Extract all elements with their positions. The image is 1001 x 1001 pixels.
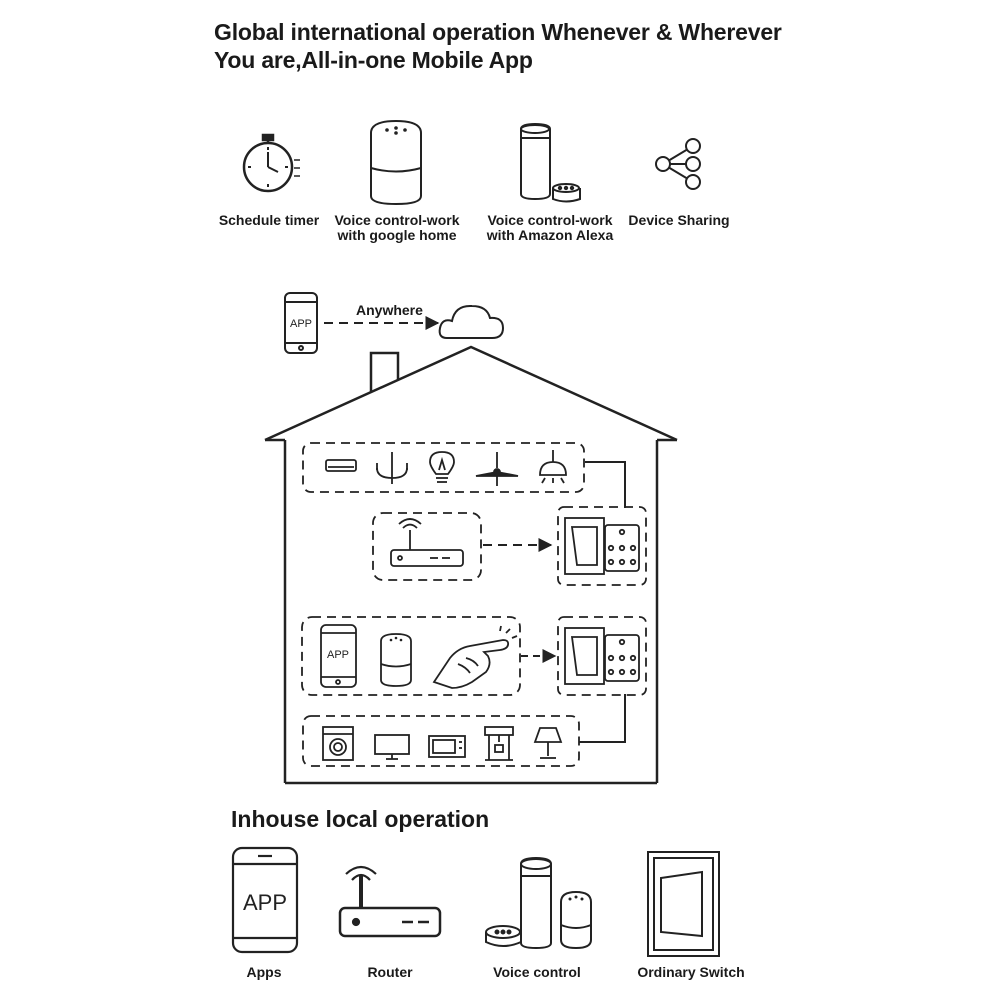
house-outline xyxy=(264,345,678,785)
smart-switch-group-1 xyxy=(557,506,647,586)
cloud-phone-label: APP xyxy=(290,318,312,330)
light-bulb-icon xyxy=(429,451,455,483)
house-phone-label: APP xyxy=(327,649,349,661)
coffee-machine-icon xyxy=(484,726,514,761)
amazon-alexa-icon xyxy=(520,122,581,203)
chandelier-icon xyxy=(376,452,408,484)
smart-switch-icon-1 xyxy=(564,517,640,575)
share-icon xyxy=(655,138,701,190)
label-ordinary-switch: Ordinary Switch xyxy=(637,964,745,980)
phone-app-icon xyxy=(231,846,299,954)
anywhere-label: Anywhere xyxy=(356,302,423,318)
label-router: Router xyxy=(367,964,413,980)
feature-label-schedule-timer: Schedule timer xyxy=(218,212,320,228)
voice-speakers-icon xyxy=(485,856,592,950)
cloud-phone-icon xyxy=(284,292,318,354)
timer-icon xyxy=(242,133,300,193)
feature-label-amazon-alexa: Voice control-work with Amazon Alexa xyxy=(486,212,614,243)
smart-switch-icon-2 xyxy=(564,627,640,685)
phone-app-screen-text: APP xyxy=(243,890,287,915)
google-home-icon xyxy=(370,119,422,206)
house-google-home-icon xyxy=(380,633,412,687)
title-line-1: Global international operation Whenever … xyxy=(214,19,782,45)
ceiling-fan-icon xyxy=(475,452,519,486)
air-conditioner-icon xyxy=(325,459,357,472)
house-router-icon xyxy=(390,518,464,567)
section-title-inhouse: Inhouse local operation xyxy=(231,806,490,832)
control-group xyxy=(301,616,521,696)
house-phone-icon xyxy=(320,624,357,688)
cloud-icon xyxy=(438,304,505,339)
tv-icon xyxy=(374,734,410,760)
title-line-2: You are,All-in-one Mobile App xyxy=(214,47,533,73)
wall-switch-icon xyxy=(647,851,720,957)
pointing-hand-icon xyxy=(432,625,518,689)
page-title: Global international operation Whenever … xyxy=(214,18,782,74)
feature-label-device-sharing: Device Sharing xyxy=(628,212,730,228)
smart-switch-group-2 xyxy=(557,616,647,696)
feature-label-google-home: Voice control-work with google home xyxy=(334,212,460,243)
table-lamp-icon xyxy=(533,727,563,759)
router-group xyxy=(372,512,482,581)
microwave-icon xyxy=(428,735,466,758)
label-voice-control: Voice control xyxy=(493,964,581,980)
appliances-group-top xyxy=(302,442,585,493)
pendant-lamp-icon xyxy=(539,450,567,484)
washing-machine-icon xyxy=(322,726,354,761)
label-apps: Apps xyxy=(246,964,282,980)
router-icon xyxy=(338,865,442,938)
